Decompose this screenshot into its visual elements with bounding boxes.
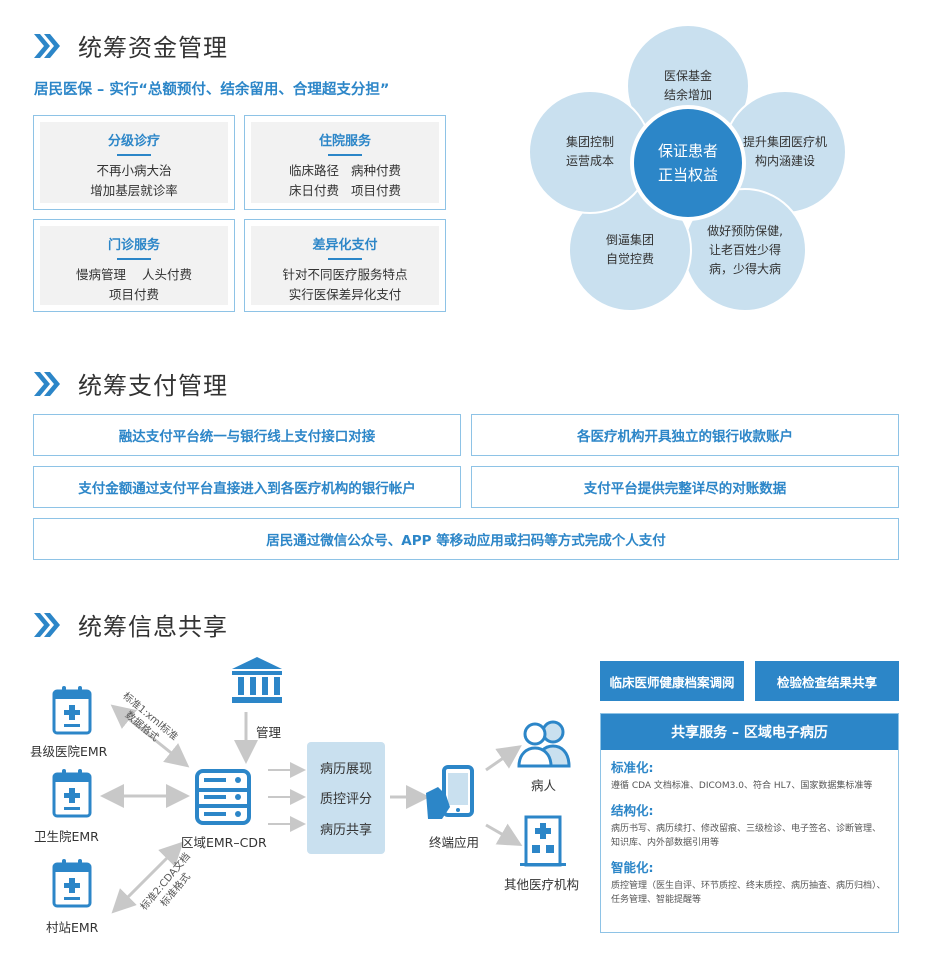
other-institution-label: 其他医疗机构 bbox=[504, 877, 580, 892]
share-item-title: 智能化: bbox=[611, 860, 654, 875]
double-chevron-icon bbox=[34, 371, 60, 396]
fund-subtitle: 居民医保 – 实行“总额预付、结余留用、合理超支分担” bbox=[34, 82, 390, 98]
fund-box-text: 针对不同医疗服务特点 实行医保差异化支付 bbox=[282, 267, 408, 302]
double-chevron-icon bbox=[34, 612, 60, 637]
fund-box-text: 临床路径 病种付费 床日付费 项目付费 bbox=[289, 163, 401, 198]
share-item-text: 质控管理（医生自评、环节质控、终末质控、病历抽查、病历归档）、任务管理、智能提醒… bbox=[611, 881, 886, 905]
share-item-title: 结构化: bbox=[611, 803, 654, 818]
underline bbox=[117, 154, 151, 156]
fund-box-tiered: 分级诊疗 不再小病大治 增加基层就诊率 bbox=[33, 115, 235, 210]
fund-box-text: 不再小病大治 增加基层就诊率 bbox=[90, 163, 178, 198]
fund-box-title: 分级诊疗 bbox=[107, 134, 160, 149]
std1-label: 标准1:xml标准 数据格式 bbox=[120, 690, 180, 744]
clinician-records-button: 临床医师健康档案调阅 bbox=[600, 661, 744, 701]
share-item-text: 遵循 CDA 文档标准、DICOM3.0、符合 HL7、国家数据集标准等 bbox=[611, 781, 873, 791]
share-item-text: 病历书写、病历续打、修改留痕、三级检诊、电子签名、诊断管理、知识库、内外部数据引… bbox=[611, 824, 882, 848]
government-building-icon bbox=[232, 657, 282, 703]
double-chevron-icon bbox=[34, 33, 60, 58]
manage-label: 管理 bbox=[256, 725, 282, 740]
service-item: 病历展现 bbox=[319, 761, 372, 777]
pay-item: 融达支付平台统一与银行线上支付接口对接 bbox=[33, 414, 461, 456]
share-item-structuring: 结构化: 病历书写、病历续打、修改留痕、三级检诊、电子签名、诊断管理、知识库、内… bbox=[601, 800, 898, 850]
patient-icon bbox=[517, 720, 571, 768]
section-title-text: 统筹支付管理 bbox=[78, 372, 228, 400]
fund-box-outpatient: 门诊服务 慢病管理 人头付费 项目付费 bbox=[33, 219, 235, 312]
std2-label: 标准2:CDA文档 标准格式 bbox=[138, 851, 193, 913]
flower-center: 保证患者 正当权益 bbox=[630, 105, 746, 221]
pay-item: 支付金额通过支付平台直接进入到各医疗机构的银行帐户 bbox=[33, 466, 461, 508]
underline bbox=[328, 154, 362, 156]
clipboard-icon bbox=[52, 859, 92, 908]
fund-box-title: 门诊服务 bbox=[107, 238, 160, 253]
pay-item: 支付平台提供完整详尽的对账数据 bbox=[471, 466, 899, 508]
server-icon bbox=[195, 769, 251, 825]
fund-box-differential: 差异化支付 针对不同医疗服务特点 实行医保差异化支付 bbox=[244, 219, 446, 312]
cdr-label: 区域EMR–CDR bbox=[181, 835, 267, 850]
share-item-intelligence: 智能化: 质控管理（医生自评、环节质控、终末质控、病历抽查、病历归档）、任务管理… bbox=[601, 857, 898, 907]
section-title-text: 统筹信息共享 bbox=[78, 613, 228, 641]
share-item-standardization: 标准化: 遵循 CDA 文档标准、DICOM3.0、符合 HL7、国家数据集标准… bbox=[601, 757, 898, 793]
clipboard-icon bbox=[52, 686, 92, 735]
service-box: 病历展现 质控评分 病历共享 bbox=[307, 742, 385, 854]
service-item: 质控评分 bbox=[319, 792, 372, 808]
hospital-icon bbox=[520, 815, 566, 867]
emr-town-label: 卫生院EMR bbox=[34, 829, 99, 844]
service-item: 病历共享 bbox=[319, 823, 372, 839]
share-service-panel: 共享服务 – 区域电子病历 标准化: 遵循 CDA 文档标准、DICOM3.0、… bbox=[600, 713, 899, 933]
emr-village-label: 村站EMR bbox=[46, 920, 99, 935]
lab-results-button: 检验检查结果共享 bbox=[755, 661, 899, 701]
share-item-title: 标准化: bbox=[611, 760, 654, 775]
mobile-hand-icon bbox=[426, 765, 474, 819]
patient-label: 病人 bbox=[531, 778, 557, 793]
section-title-info: 统筹信息共享 bbox=[32, 607, 228, 642]
pay-item: 各医疗机构开具独立的银行收款账户 bbox=[471, 414, 899, 456]
emr-county-label: 县级医院EMR bbox=[30, 744, 108, 759]
share-panel-title: 共享服务 – 区域电子病历 bbox=[601, 714, 898, 750]
fund-box-title: 差异化支付 bbox=[312, 238, 378, 253]
underline bbox=[328, 258, 362, 260]
terminal-label: 终端应用 bbox=[429, 835, 480, 850]
clipboard-icon bbox=[52, 769, 92, 818]
pay-item-wide: 居民通过微信公众号、APP 等移动应用或扫码等方式完成个人支付 bbox=[33, 518, 899, 560]
fund-box-text: 慢病管理 人头付费 项目付费 bbox=[76, 267, 192, 302]
section-title-fund: 统筹资金管理 bbox=[32, 28, 228, 63]
fund-box-inpatient: 住院服务 临床路径 病种付费 床日付费 项目付费 bbox=[244, 115, 446, 210]
underline bbox=[117, 258, 151, 260]
section-title-pay: 统筹支付管理 bbox=[32, 366, 228, 401]
fund-box-title: 住院服务 bbox=[318, 134, 371, 149]
section-title-text: 统筹资金管理 bbox=[78, 34, 228, 62]
